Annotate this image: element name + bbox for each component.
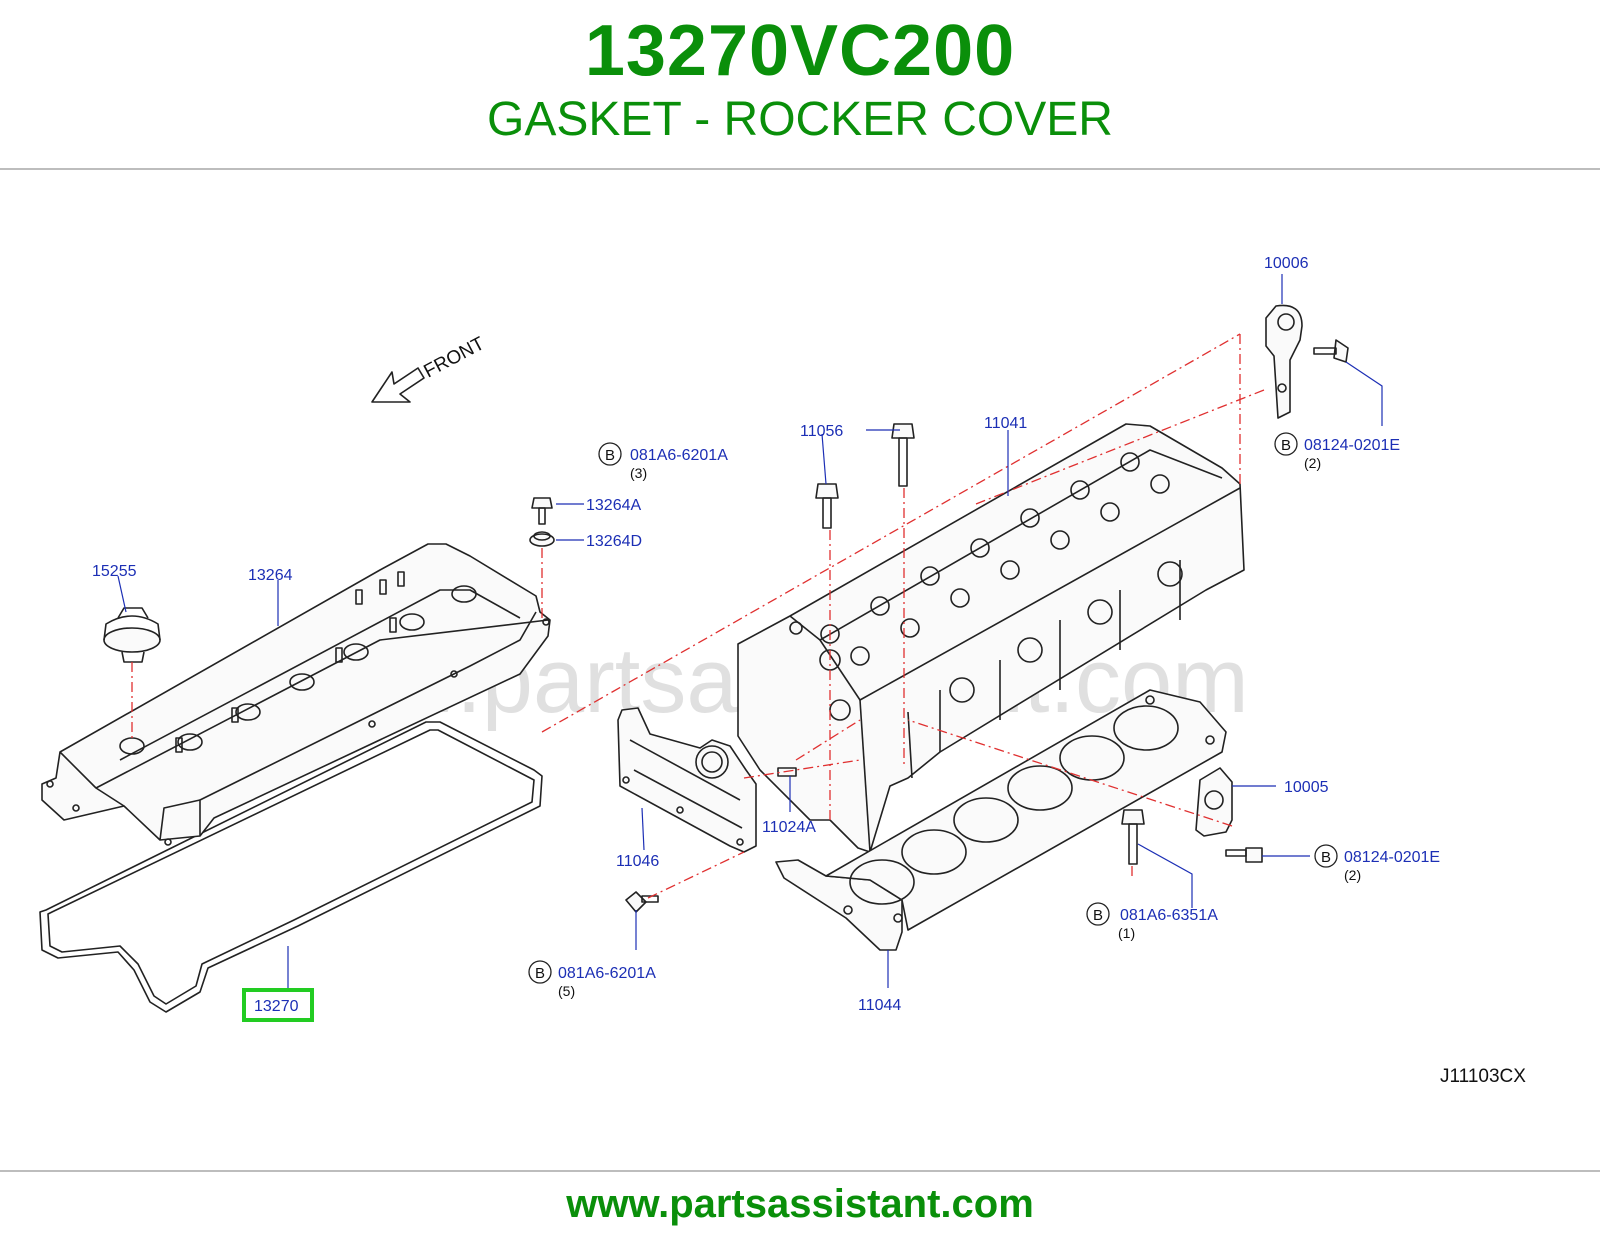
quantity-08124-0201E-right: (2) [1344, 867, 1361, 883]
header: 13270VC200 GASKET - ROCKER COVER [0, 0, 1600, 168]
bolt-08124-0201E-top [1313, 339, 1349, 363]
bolt-marker-icon [528, 960, 552, 984]
bolt-marker-label: B [605, 447, 615, 464]
bolt-081A6-6351A [1121, 809, 1145, 865]
callout-13264D[interactable]: 13264D [586, 533, 642, 550]
callout-13264A[interactable]: 13264A [586, 497, 641, 514]
footer-url[interactable]: www.partsassistant.com [566, 1182, 1034, 1226]
stud-11024A [777, 767, 797, 777]
bolt-marker-label: B [1093, 907, 1103, 924]
bolt-marker-label: B [1281, 437, 1291, 454]
selected-part-highlight [242, 988, 314, 1022]
engine-hanger-front [1195, 767, 1233, 837]
page-title: 13270VC200 [584, 11, 1016, 91]
bolt-marker-label: B [1321, 849, 1331, 866]
rocker-cover [41, 543, 551, 846]
header-divider [0, 168, 1600, 170]
callout-11056[interactable]: 11056 [800, 423, 843, 440]
bolt-marker-icon [1274, 432, 1298, 456]
callout-15255[interactable]: 15255 [92, 563, 137, 580]
quantity-081A6-6201A-bottom: (5) [558, 983, 575, 999]
front-arrow-icon [371, 367, 425, 403]
front-label: FRONT [420, 333, 488, 382]
parts-diagram: www.partsassistant.com FRONT [39, 255, 1526, 1087]
callout-08124-0201E-top[interactable]: 08124-0201E [1304, 437, 1400, 454]
rocker-cover-gasket [39, 721, 543, 1013]
bolt-08124-0201E-right [1225, 847, 1263, 863]
callout-08124-0201E-right[interactable]: 08124-0201E [1344, 849, 1440, 866]
bolt-081A6-6201A-bottom [625, 891, 659, 913]
callout-13264[interactable]: 13264 [248, 567, 293, 584]
footer-divider [0, 1170, 1600, 1172]
grommet-13264D [529, 531, 555, 547]
diagram-code: J11103CX [1440, 1066, 1526, 1087]
callout-081A6-6201A-bottom[interactable]: 081A6-6201A [558, 965, 656, 982]
callout-11046[interactable]: 11046 [616, 853, 659, 870]
bolt-marker-icon [1314, 844, 1338, 868]
bolt-13264A [531, 497, 553, 525]
quantity-081A6-6201A-top: (3) [630, 465, 647, 481]
oil-filler-cap [103, 607, 161, 663]
callout-11024A[interactable]: 11024A [762, 819, 816, 836]
bolt-11056-a [815, 483, 839, 529]
bolt-marker-icon [598, 442, 622, 466]
bolt-marker-icon [1086, 902, 1110, 926]
bolt-marker-label: B [535, 965, 545, 982]
callout-13270[interactable]: 13270 [254, 998, 299, 1015]
callout-10006[interactable]: 10006 [1264, 255, 1309, 272]
engine-hanger-rear [1265, 304, 1303, 419]
quantity-08124-0201E-top: (2) [1304, 455, 1321, 471]
page-subtitle: GASKET - ROCKER COVER [487, 93, 1113, 146]
callout-10005[interactable]: 10005 [1284, 779, 1329, 796]
quantity-081A6-6351A: (1) [1118, 925, 1135, 941]
callout-11041[interactable]: 11041 [984, 415, 1027, 432]
callout-081A6-6201A-top[interactable]: 081A6-6201A [630, 447, 728, 464]
callout-081A6-6351A[interactable]: 081A6-6351A [1120, 907, 1218, 924]
bolt-11056-b [891, 423, 915, 487]
callout-11044[interactable]: 11044 [858, 997, 901, 1014]
